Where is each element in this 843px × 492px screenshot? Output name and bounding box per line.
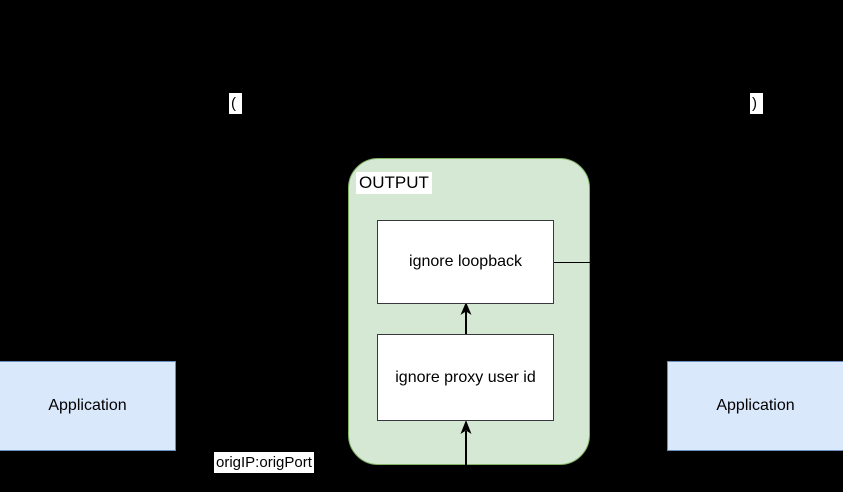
edge-label-paren-open-clipped: ( [229,93,242,114]
connector-loopback-to-right [553,262,591,263]
node-application-left[interactable]: Application [0,361,176,451]
node-application-right[interactable]: Application [667,361,843,451]
output-chain-label: OUTPUT [356,172,432,194]
arrow-proxyuser-to-loopback [460,302,472,336]
arrow-inbound-to-proxyuser [460,420,472,492]
edge-label-paren-close-clipped: ) [750,93,763,114]
node-ignore-loopback[interactable]: ignore loopback [377,220,554,304]
node-ignore-proxy-user-id-label: ignore proxy user id [395,368,536,386]
node-ignore-proxy-user-id[interactable]: ignore proxy user id [377,334,554,421]
node-ignore-loopback-label: ignore loopback [409,253,522,270]
node-application-left-label: Application [48,397,127,414]
edge-label-orig-endpoint: origIP:origPort [214,452,314,473]
node-application-right-label: Application [716,397,795,414]
